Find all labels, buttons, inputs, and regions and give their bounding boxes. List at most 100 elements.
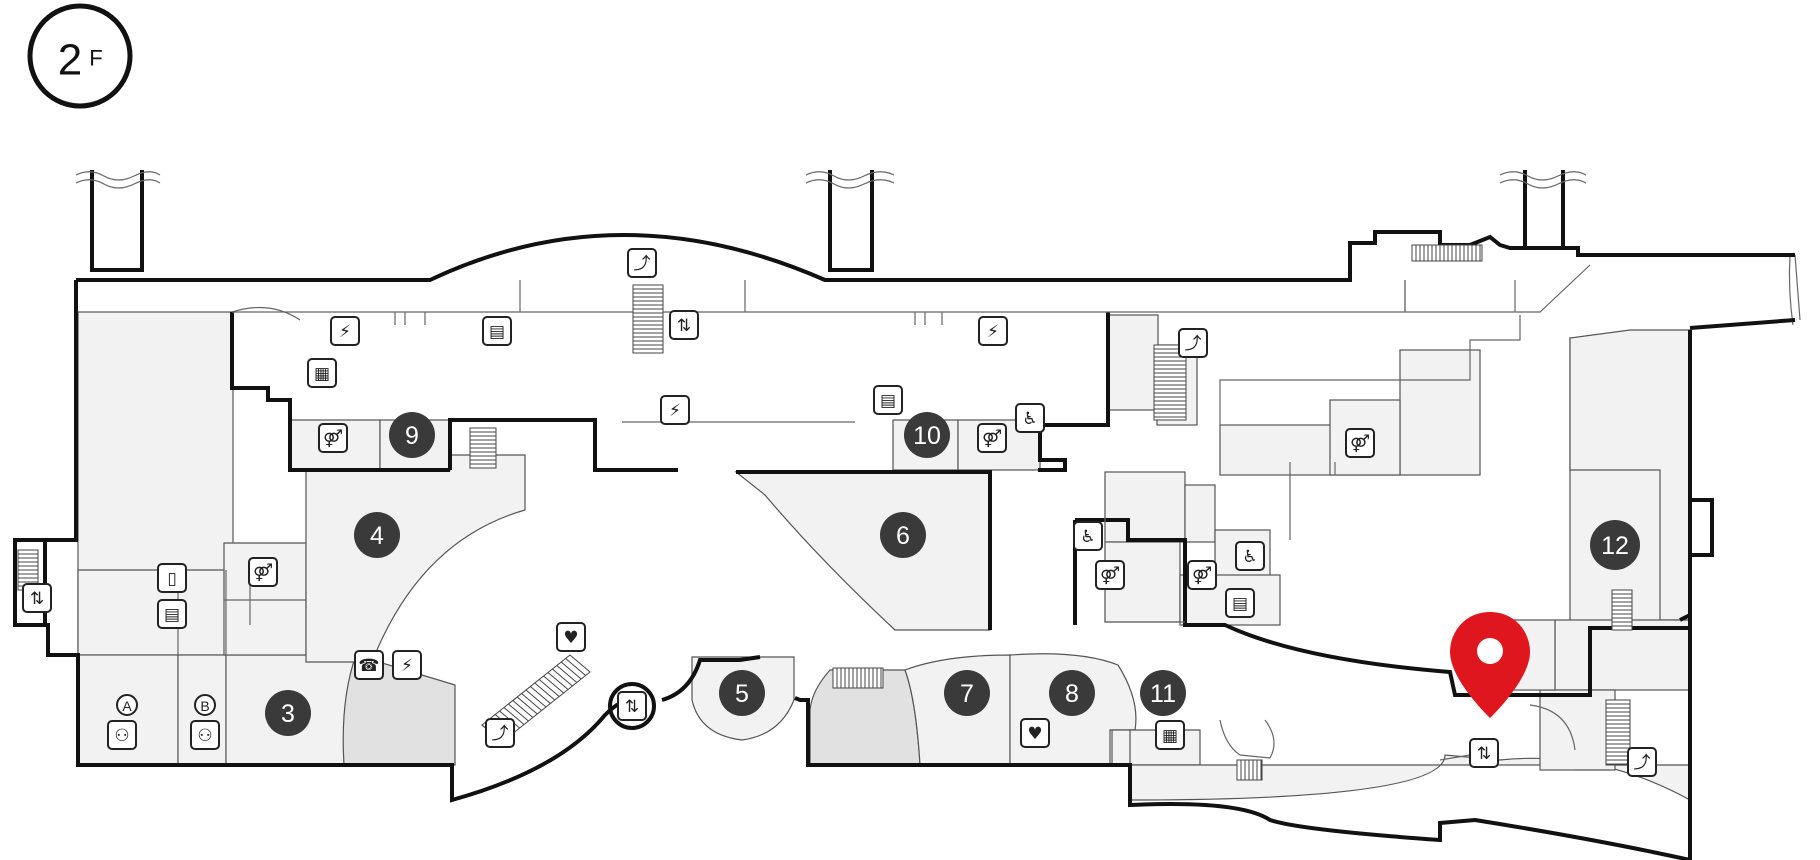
stair-2 xyxy=(469,427,497,469)
area-label-10: 10 xyxy=(913,422,941,450)
spot-b[interactable]: B xyxy=(194,694,216,716)
area-label-6: 6 xyxy=(896,522,910,550)
spot-a-label: A xyxy=(122,698,132,714)
escalator-icon[interactable]: ⤴ xyxy=(1178,328,1208,358)
restroom-icon[interactable]: ⚤ xyxy=(977,423,1007,453)
svg-text:⤴: ⤴ xyxy=(634,254,651,274)
svg-text:▦: ▦ xyxy=(314,364,330,384)
svg-text:⚡: ⚡ xyxy=(339,322,351,342)
restroom-icon[interactable]: ⚤ xyxy=(1095,560,1125,590)
area-label-4: 4 xyxy=(370,522,384,550)
atm-icon[interactable]: ▤ xyxy=(482,316,512,346)
elevator-icon[interactable]: ⇅ xyxy=(1469,738,1499,768)
svg-text:▤: ▤ xyxy=(880,391,896,411)
restroom-icon[interactable]: ⚤ xyxy=(248,557,278,587)
escalator-icon[interactable]: ⤴ xyxy=(627,248,657,278)
current-location-pin xyxy=(1450,612,1530,718)
svg-text:⚤: ⚤ xyxy=(323,429,343,449)
svg-text:☎: ☎ xyxy=(358,656,379,676)
svg-text:⚤: ⚤ xyxy=(1100,566,1120,586)
area-badge-10[interactable]: 10 xyxy=(904,412,950,458)
svg-text:♿: ♿ xyxy=(1080,527,1095,547)
svg-text:⚤: ⚤ xyxy=(1350,434,1370,454)
elevator-icon[interactable]: ⇅ xyxy=(669,310,699,340)
nursing-room-icon[interactable]: ♥ xyxy=(1020,718,1050,748)
area-label-5: 5 xyxy=(735,680,749,708)
floor-number: 2 xyxy=(58,36,82,85)
area-badge-8[interactable]: 8 xyxy=(1049,670,1095,716)
charging-icon[interactable]: ⚡ xyxy=(978,316,1008,346)
area-badges: 3 4 5 6 7 8 9 10 xyxy=(265,412,1640,736)
elevator-icon[interactable]: ⇅ xyxy=(617,691,647,721)
escalator-icon[interactable]: ⤴ xyxy=(1627,747,1657,777)
restroom-icon[interactable]: ⚤ xyxy=(318,423,348,453)
atm-icon[interactable]: ▤ xyxy=(1225,588,1255,618)
stair-6 xyxy=(1605,699,1631,766)
stair-3 xyxy=(17,549,39,591)
svg-text:⚤: ⚤ xyxy=(982,429,1002,449)
aed-icon[interactable]: ♥ xyxy=(556,622,586,652)
telephone-icon[interactable]: ☎ xyxy=(354,650,384,680)
svg-text:▤: ▤ xyxy=(1232,594,1248,614)
accessible-restroom-icon[interactable]: ♿ xyxy=(1073,521,1103,551)
area-badge-9[interactable]: 9 xyxy=(389,412,435,458)
svg-text:⚇: ⚇ xyxy=(197,726,212,746)
restroom-icon[interactable]: ⚤ xyxy=(1187,560,1217,590)
water-fountain-icon[interactable]: ▯ xyxy=(157,563,187,593)
svg-text:⇅: ⇅ xyxy=(1477,744,1491,764)
svg-text:⚤: ⚤ xyxy=(1192,566,1212,586)
area-badge-3[interactable]: 3 xyxy=(265,690,311,736)
area-label-11: 11 xyxy=(1150,680,1176,708)
svg-text:⇅: ⇅ xyxy=(30,589,44,609)
charging-icon[interactable]: ⚡ xyxy=(330,316,360,346)
area-label-8: 8 xyxy=(1065,680,1079,708)
stair-0 xyxy=(632,284,664,354)
atm-icon[interactable]: ▤ xyxy=(873,385,903,415)
svg-text:♥: ♥ xyxy=(1027,724,1042,744)
svg-text:▦: ▦ xyxy=(1162,726,1178,746)
area-badge-4[interactable]: 4 xyxy=(354,512,400,558)
svg-text:▤: ▤ xyxy=(489,322,505,342)
svg-text:♥: ♥ xyxy=(563,628,578,648)
svg-text:⤴: ⤴ xyxy=(492,724,509,744)
spot-b-label: B xyxy=(200,698,209,714)
atm-icon[interactable]: ▤ xyxy=(157,599,187,629)
svg-text:▯: ▯ xyxy=(167,569,176,589)
accessible-restroom-icon[interactable]: ♿ xyxy=(1235,541,1265,571)
charging-icon[interactable]: ⚡ xyxy=(392,650,422,680)
stair-8 xyxy=(832,667,884,689)
charging-icon[interactable]: ⚡ xyxy=(660,395,690,425)
svg-text:⇅: ⇅ xyxy=(677,316,691,336)
floor-suffix: F xyxy=(89,46,102,71)
area-badge-5[interactable]: 5 xyxy=(719,670,765,716)
svg-text:⤴: ⤴ xyxy=(1185,334,1202,354)
svg-text:⚤: ⚤ xyxy=(253,563,273,583)
floor-badge: 2 F xyxy=(27,3,133,109)
locker-icon[interactable]: ▦ xyxy=(307,358,337,388)
area-label-12: 12 xyxy=(1601,532,1629,560)
area-label-7: 7 xyxy=(960,680,974,708)
svg-text:♿: ♿ xyxy=(1022,409,1037,429)
area-badge-11[interactable]: 11 xyxy=(1140,670,1186,716)
accessible-restroom-icon[interactable]: ♿ xyxy=(1015,403,1045,433)
area-badge-12[interactable]: 12 xyxy=(1590,520,1640,570)
baby-care-icon[interactable]: ⚇ xyxy=(190,720,220,750)
inner-walls xyxy=(230,312,1690,697)
svg-text:⚡: ⚡ xyxy=(987,322,999,342)
svg-text:♿: ♿ xyxy=(1242,547,1257,567)
svg-text:⚇: ⚇ xyxy=(114,726,129,746)
baby-care-icon[interactable]: ⚇ xyxy=(107,720,137,750)
svg-text:▤: ▤ xyxy=(164,605,180,625)
svg-text:⚡: ⚡ xyxy=(401,656,413,676)
restroom-icon[interactable]: ⚤ xyxy=(1345,428,1375,458)
escalator-icon[interactable]: ⤴ xyxy=(485,718,515,748)
area-badge-7[interactable]: 7 xyxy=(944,670,990,716)
elevator-icon[interactable]: ⇅ xyxy=(22,583,52,613)
area-label-3: 3 xyxy=(281,700,295,728)
spot-a[interactable]: A xyxy=(116,694,138,716)
facility-icons: ⚡▤▦⤴⇅⚡⚡▤♿⚤⚤⤴⚤⚤▯▤⇅♿⚤⚤♿▤☎⚡♥⇅⤴♥▦⇅⤴⚇⚇ xyxy=(22,248,1657,777)
svg-text:⤴: ⤴ xyxy=(1634,753,1651,773)
area-badge-6[interactable]: 6 xyxy=(880,512,926,558)
locker-icon[interactable]: ▦ xyxy=(1155,720,1185,750)
